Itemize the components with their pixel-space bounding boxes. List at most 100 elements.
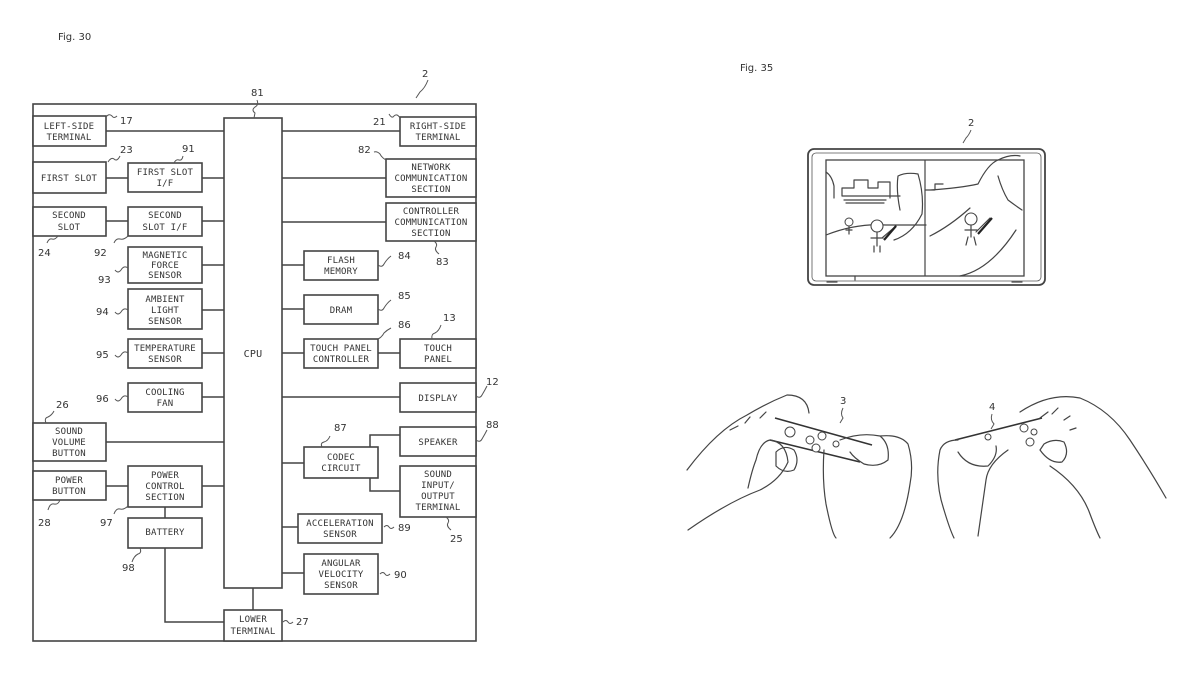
svg-text:LOWER: LOWER (239, 615, 267, 625)
first-slot-if-block: FIRST SLOT I/F 91 (127, 144, 203, 193)
svg-text:FLASH: FLASH (327, 256, 355, 266)
svg-text:24: 24 (38, 248, 51, 259)
svg-text:OUTPUT: OUTPUT (421, 492, 455, 502)
svg-text:TEMPERATURE: TEMPERATURE (134, 344, 196, 354)
svg-text:88: 88 (486, 420, 499, 431)
svg-text:98: 98 (122, 563, 135, 574)
svg-text:SECOND: SECOND (52, 211, 86, 221)
svg-text:96: 96 (96, 394, 109, 405)
svg-text:FIRST SLOT: FIRST SLOT (137, 168, 194, 178)
device-ref-leader (415, 79, 429, 99)
svg-text:SOUND: SOUND (55, 427, 83, 437)
cpu-ref-leader (252, 99, 259, 119)
svg-text:VELOCITY: VELOCITY (319, 570, 364, 580)
svg-text:SOUND: SOUND (424, 470, 452, 480)
device-ref-label: 2 (968, 118, 974, 129)
svg-text:86: 86 (398, 320, 411, 331)
svg-text:POWER: POWER (151, 471, 179, 481)
svg-text:84: 84 (398, 251, 411, 262)
svg-text:SECTION: SECTION (411, 185, 450, 195)
svg-text:13: 13 (443, 313, 456, 324)
svg-text:DRAM: DRAM (330, 306, 353, 316)
svg-text:LIGHT: LIGHT (151, 306, 179, 316)
controller-communication-section-block: CONTROLLER COMMUNICATION SECTION 83 (385, 202, 477, 268)
codec-circuit-block: CODEC CIRCUIT 87 (303, 423, 379, 479)
battery-block: BATTERY 98 (122, 517, 203, 574)
speaker-block: SPEAKER 88 (399, 420, 499, 457)
power-button-block: POWER BUTTON 28 (32, 470, 107, 529)
svg-text:AMBIENT: AMBIENT (145, 295, 185, 305)
network-communication-section-block: NETWORK COMMUNICATION SECTION 82 (358, 145, 477, 198)
svg-text:FIRST SLOT: FIRST SLOT (41, 174, 98, 184)
left-controller-hands-drawing: 3 (686, 394, 913, 539)
temperature-sensor-block: TEMPERATURE SENSOR 95 (96, 338, 203, 369)
game-console-drawing (807, 148, 1046, 286)
svg-text:83: 83 (436, 257, 449, 268)
svg-text:SENSOR: SENSOR (148, 355, 182, 365)
power-control-section-block: POWER CONTROL SECTION 97 (100, 465, 203, 529)
svg-text:90: 90 (394, 570, 407, 581)
svg-text:95: 95 (96, 350, 109, 361)
svg-text:CODEC: CODEC (327, 453, 355, 463)
acceleration-sensor-block: ACCELERATION SENSOR 89 (297, 513, 411, 544)
first-slot-block: FIRST SLOT 23 (32, 145, 133, 194)
right-side-terminal-block: RIGHT-SIDE TERMINAL 21 (373, 113, 477, 147)
svg-text:CONTROL: CONTROL (145, 482, 184, 492)
svg-text:SLOT: SLOT (58, 223, 81, 233)
wire-battery-to-lower (164, 548, 224, 623)
svg-text:TOUCH: TOUCH (424, 344, 452, 354)
svg-text:85: 85 (398, 291, 411, 302)
svg-text:28: 28 (38, 518, 51, 529)
svg-text:23: 23 (120, 145, 133, 156)
svg-text:SENSOR: SENSOR (148, 317, 182, 327)
right-controller-hands-drawing: 4 (937, 396, 1167, 539)
svg-text:21: 21 (373, 117, 386, 128)
svg-text:BUTTON: BUTTON (52, 449, 86, 459)
svg-text:COOLING: COOLING (145, 388, 184, 398)
svg-text:CONTROLLER: CONTROLLER (403, 207, 460, 217)
left-side-terminal-block: LEFT-SIDE TERMINAL 17 (32, 114, 133, 147)
svg-text:93: 93 (98, 275, 111, 286)
figure-35-title: Fig. 35 (740, 63, 773, 74)
svg-text:SENSOR: SENSOR (323, 530, 357, 540)
svg-text:PANEL: PANEL (424, 355, 452, 365)
sound-io-terminal-block: SOUND INPUT/ OUTPUT TERMINAL 25 (399, 465, 477, 545)
svg-text:I/F: I/F (157, 179, 174, 189)
figure-35-illustration: Fig. 35 2 (686, 63, 1167, 539)
svg-text:ANGULAR: ANGULAR (321, 559, 361, 569)
svg-text:CONTROLLER: CONTROLLER (313, 355, 370, 365)
sound-volume-button-block: SOUND VOLUME BUTTON 26 (32, 400, 107, 462)
figure-30-block-diagram: Fig. 30 2 CPU 81 (32, 32, 499, 642)
svg-text:25: 25 (450, 534, 463, 545)
cpu-label: CPU (244, 349, 263, 360)
ambient-light-sensor-block: AMBIENT LIGHT SENSOR 94 (96, 288, 203, 330)
svg-text:LEFT-SIDE: LEFT-SIDE (44, 122, 95, 132)
lower-terminal-block: LOWER TERMINAL 27 (223, 609, 309, 642)
svg-text:FAN: FAN (157, 399, 174, 409)
angular-velocity-sensor-block: ANGULAR VELOCITY SENSOR 90 (303, 553, 407, 595)
svg-text:BUTTON: BUTTON (52, 487, 86, 497)
svg-text:26: 26 (56, 400, 69, 411)
svg-text:MAGNETIC: MAGNETIC (143, 251, 188, 261)
svg-text:92: 92 (94, 248, 107, 259)
svg-text:SECTION: SECTION (411, 229, 450, 239)
svg-text:89: 89 (398, 523, 411, 534)
svg-text:MEMORY: MEMORY (324, 267, 358, 277)
svg-text:SPEAKER: SPEAKER (418, 438, 458, 448)
svg-text:DISPLAY: DISPLAY (418, 394, 458, 404)
svg-text:POWER: POWER (55, 476, 83, 486)
svg-text:VOLUME: VOLUME (52, 438, 86, 448)
device-ref-label: 2 (422, 69, 428, 80)
svg-text:TERMINAL: TERMINAL (47, 133, 92, 143)
svg-text:TERMINAL: TERMINAL (416, 133, 461, 143)
magnetic-force-sensor-block: MAGNETIC FORCE SENSOR 93 (98, 246, 203, 286)
right-controller-ref: 4 (989, 402, 995, 413)
svg-text:COMMUNICATION: COMMUNICATION (394, 218, 467, 228)
svg-text:SECTION: SECTION (145, 493, 184, 503)
left-controller-ref: 3 (840, 396, 846, 407)
svg-text:91: 91 (182, 144, 195, 155)
second-slot-if-block: SECOND SLOT I/F 92 (94, 206, 203, 259)
svg-text:12: 12 (486, 377, 499, 388)
svg-text:17: 17 (120, 116, 133, 127)
